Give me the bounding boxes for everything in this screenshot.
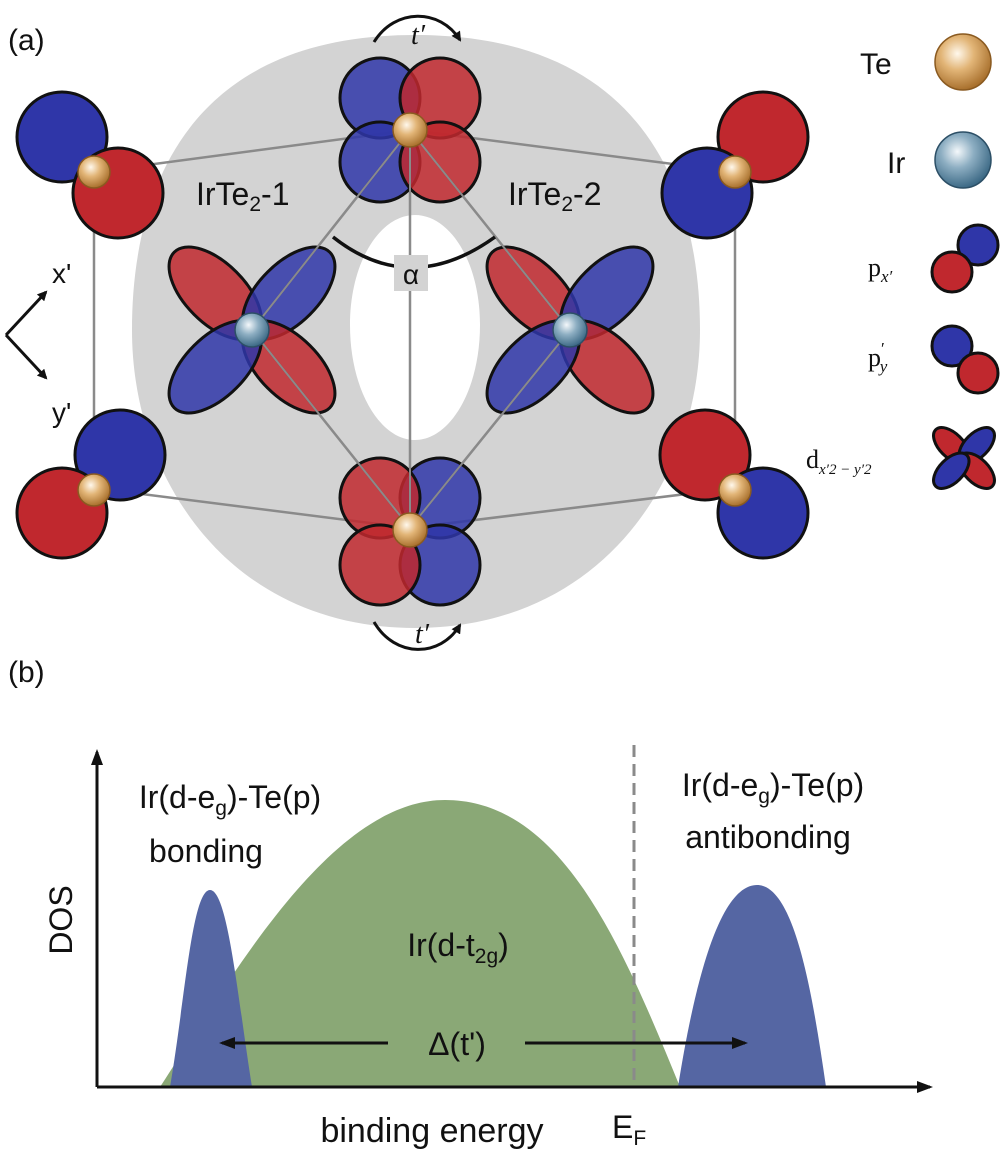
hop-label-top: t′ bbox=[411, 20, 426, 51]
antibonding-label-line1: Ir(d-eg)-Te(p) bbox=[682, 767, 864, 808]
te-atom bbox=[392, 112, 428, 148]
x-axis-label: binding energy bbox=[320, 1112, 543, 1150]
ir-d-orbital-right bbox=[485, 245, 655, 415]
axis-x-label: x' bbox=[52, 258, 71, 289]
panel-a: (a) bbox=[4, 14, 1000, 651]
te-atom bbox=[718, 155, 752, 189]
bonding-label-line1: Ir(d-eg)-Te(p) bbox=[139, 779, 321, 820]
legend-px-label: px′ bbox=[868, 253, 893, 286]
te-atom bbox=[77, 155, 111, 189]
ir-atom bbox=[552, 312, 588, 348]
region-label-right: IrTe2-2 bbox=[508, 176, 601, 216]
legend-py-label: p′y bbox=[868, 339, 888, 376]
legend-d-label: dx′2 − y′2 bbox=[806, 445, 872, 478]
t2g-label: Ir(d-t2g) bbox=[407, 927, 509, 968]
y-axis-label: DOS bbox=[43, 885, 79, 954]
legend-py-orbital bbox=[930, 324, 1000, 395]
antibonding-peak bbox=[678, 885, 826, 1087]
legend-d-orbital bbox=[932, 426, 996, 490]
panel-b: (b) Δ(t') Ir(d-eg)-Te(p) bonding Ir(d-eg… bbox=[8, 656, 933, 1150]
axes-indicator: x' y' bbox=[4, 258, 71, 428]
angle-label: α bbox=[403, 259, 419, 290]
legend-te-label: Te bbox=[860, 48, 892, 81]
panel-a-label: (a) bbox=[8, 24, 45, 57]
ir-atoms bbox=[234, 312, 588, 348]
hop-label-bottom: t′ bbox=[415, 619, 430, 650]
te-atoms bbox=[77, 112, 752, 548]
antibonding-label-line2: antibonding bbox=[685, 819, 850, 855]
legend-te-atom bbox=[934, 33, 992, 91]
ir-d-orbital-left bbox=[167, 245, 337, 415]
hop-arrow-top bbox=[372, 14, 462, 43]
legend-px-orbital bbox=[930, 223, 1000, 294]
ir-atom bbox=[234, 312, 270, 348]
axis-y-label: y' bbox=[52, 397, 71, 428]
te-atom bbox=[718, 473, 752, 507]
te-atom bbox=[77, 473, 111, 507]
legend-ir-atom bbox=[934, 131, 992, 189]
gray-region bbox=[132, 35, 700, 628]
te-atom bbox=[392, 512, 428, 548]
t2g-band bbox=[160, 800, 680, 1087]
lattice-overlay bbox=[251, 129, 571, 529]
fermi-label: EF bbox=[612, 1109, 646, 1150]
gap-label: Δ(t') bbox=[428, 1026, 486, 1062]
region-label-left: IrTe2-1 bbox=[196, 176, 289, 216]
angle-label-bg bbox=[394, 255, 428, 291]
bonding-label-line2: bonding bbox=[149, 833, 263, 869]
hop-arrow-bottom bbox=[372, 621, 462, 651]
panel-b-label: (b) bbox=[8, 656, 45, 689]
legend: Te Ir px′ p′y dx′2 − y′2 bbox=[806, 33, 1000, 490]
legend-ir-label: Ir bbox=[887, 147, 905, 180]
